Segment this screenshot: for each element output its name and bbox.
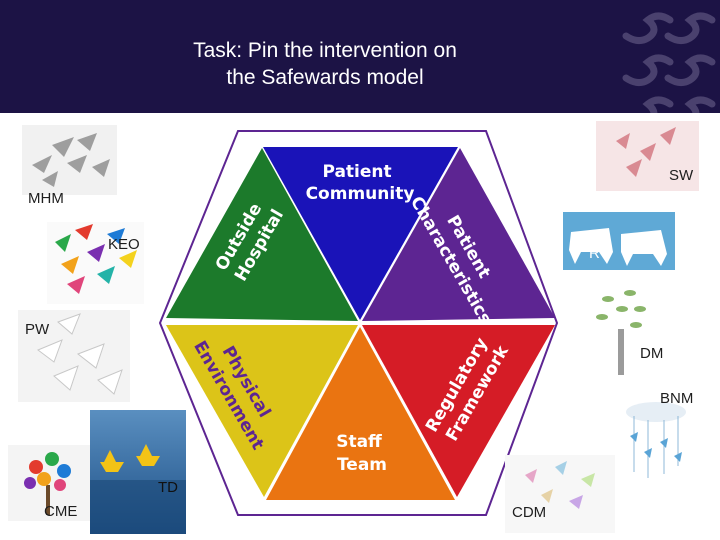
label-staff-team: Staff Team xyxy=(336,432,388,475)
mutual-help-image[interactable] xyxy=(22,125,117,195)
intervention-r[interactable]: R xyxy=(589,245,600,262)
intervention-bnm[interactable]: BNM xyxy=(660,390,694,407)
know-each-other-image[interactable] xyxy=(47,222,144,304)
soft-words-image[interactable] xyxy=(596,121,699,191)
segment-regulatory-framework[interactable] xyxy=(362,325,555,497)
brand-pattern-icon xyxy=(622,12,716,113)
paper-boats-icon xyxy=(90,444,186,534)
flower-tree-icon xyxy=(24,452,71,515)
bad-news-mitigation-image[interactable] xyxy=(610,396,702,484)
title-banner: Task: Pin the intervention on the Safewa… xyxy=(0,0,720,113)
intervention-sw[interactable]: SW xyxy=(669,167,694,184)
intervention-mhm[interactable]: MHM xyxy=(28,190,64,207)
butterflies-icon xyxy=(525,461,595,509)
segment-staff-team[interactable] xyxy=(266,327,455,500)
segment-physical-environment[interactable] xyxy=(166,325,358,497)
label-patient-community-line2: Community xyxy=(306,184,415,204)
intervention-pw[interactable]: PW xyxy=(25,321,50,338)
segment-patient-characteristics[interactable] xyxy=(362,148,555,321)
clear-mutual-expectations-image[interactable] xyxy=(505,455,615,533)
colorful-birds-icon xyxy=(55,224,137,294)
label-patient-community: Patient Community xyxy=(306,162,415,204)
paper-tree-icon xyxy=(596,290,646,375)
label-staff-team-line1: Staff xyxy=(336,432,382,452)
segment-outside-hospital[interactable] xyxy=(166,148,358,321)
intervention-cme[interactable]: CME xyxy=(44,503,78,520)
white-birds-icon xyxy=(37,313,123,395)
label-staff-team-line2: Team xyxy=(337,455,387,475)
hanging-cranes-icon xyxy=(626,402,686,478)
positive-words-image[interactable] xyxy=(18,310,130,402)
talk-down-image[interactable] xyxy=(90,410,186,534)
calm-down-methods-image[interactable] xyxy=(8,445,90,521)
reassurance-image[interactable] xyxy=(563,212,675,270)
slide-title: Task: Pin the intervention on the Safewa… xyxy=(193,39,457,89)
label-patient-community-line1: Patient xyxy=(322,162,391,182)
intervention-dm[interactable]: DM xyxy=(640,345,664,362)
pink-birds-icon xyxy=(616,127,676,177)
intervention-cdm[interactable]: CDM xyxy=(512,504,547,521)
paper-elephants-icon xyxy=(569,228,667,266)
discharge-messages-image[interactable] xyxy=(578,279,664,379)
segment-patient-community[interactable] xyxy=(263,147,458,320)
paper-birds-icon xyxy=(32,133,110,187)
intervention-keo[interactable]: KEO xyxy=(108,236,140,253)
intervention-td[interactable]: TD xyxy=(158,479,178,496)
